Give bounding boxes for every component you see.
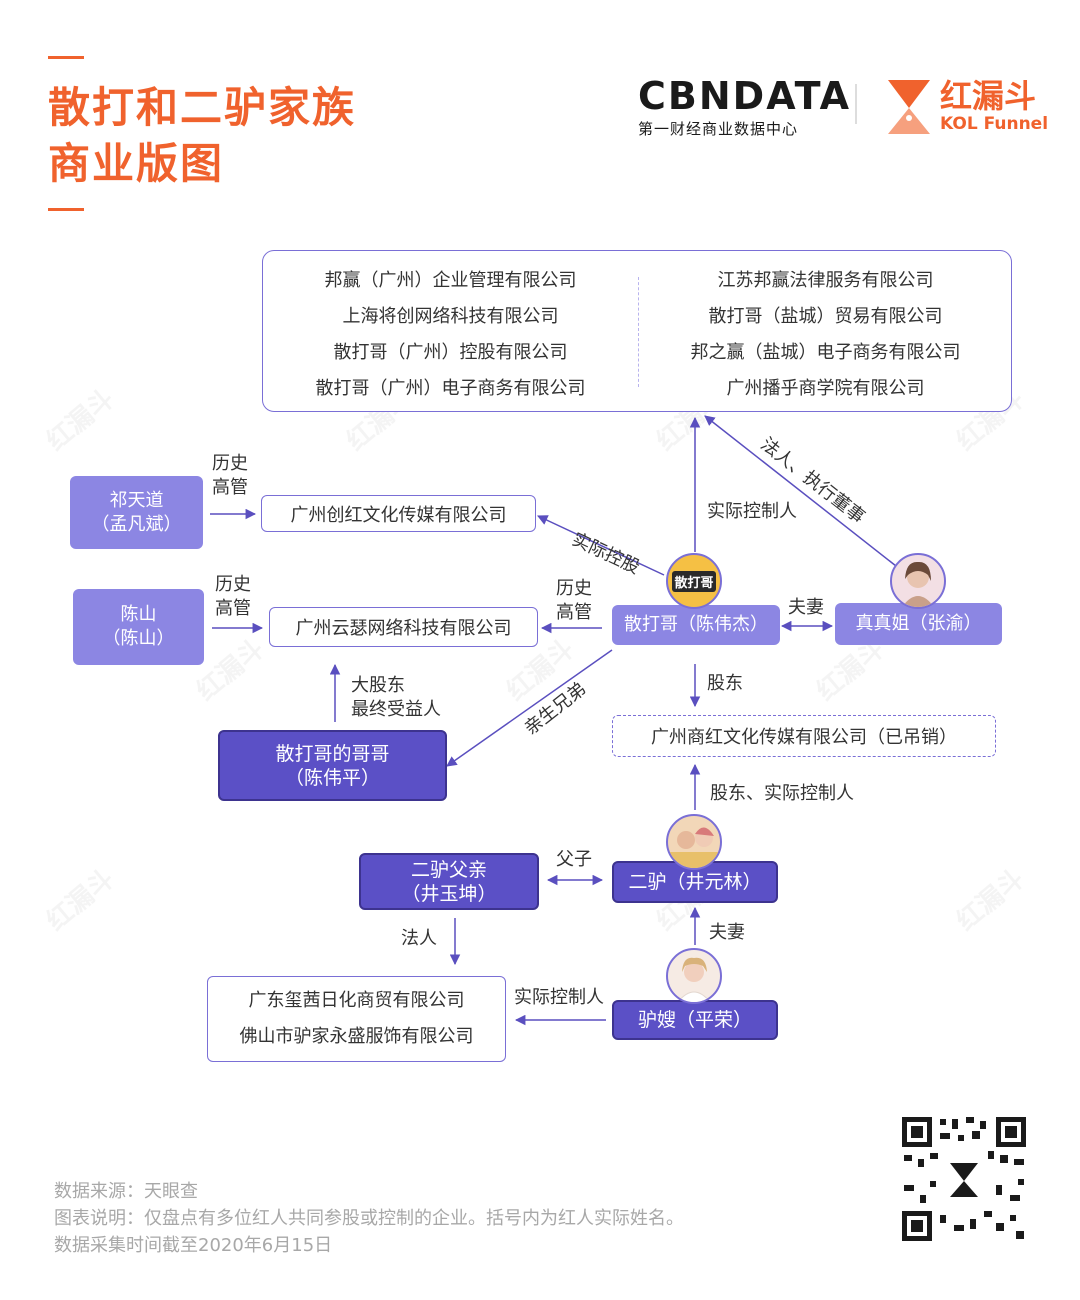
node-chen-shan: 陈山 （陈山） — [73, 589, 204, 665]
node-zhenzhen: 真真姐（张渝） — [835, 603, 1002, 645]
title-rule-top — [48, 56, 84, 59]
label-history-exec-2: 历史高管 — [215, 574, 251, 619]
label-shareholder: 股东 — [707, 673, 743, 694]
label-actual-controller-bottom: 实际控制人 — [514, 987, 604, 1008]
company-item: 邦之赢（盐城）电子商务有限公司 — [690, 342, 961, 363]
logo-divider — [855, 84, 857, 124]
node-brother: 散打哥的哥哥 （陈伟平） — [218, 730, 447, 801]
hongloudou-logo: 红漏斗 KOL Funnel — [940, 77, 1049, 134]
company-item: 广东玺茜日化商贸有限公司 — [248, 990, 465, 1011]
node-yunse: 广州云瑟网络科技有限公司 — [269, 607, 538, 647]
node-sanda: 散打哥（陈伟杰） — [612, 605, 780, 645]
label-actual-controller-top: 实际控制人 — [707, 501, 797, 522]
funnel-icon — [886, 78, 932, 140]
footer-source: 数据来源：天眼查 — [54, 1181, 198, 1202]
sanda-avatar: 散打哥 — [666, 553, 722, 609]
company-item: 江苏邦赢法律服务有限公司 — [717, 270, 934, 291]
footer-note: 图表说明：仅盘点有多位红人共同参股或控制的企业。括号内为红人实际姓名。 — [54, 1208, 684, 1229]
company-item: 佛山市驴家永盛服饰有限公司 — [239, 1026, 474, 1047]
company-item: 散打哥（盐城）贸易有限公司 — [708, 306, 943, 327]
cbndata-logo: CBNDATA 第一财经商业数据中心 — [638, 74, 852, 138]
top-companies-box: 邦赢（广州）企业管理有限公司 上海将创网络科技有限公司 散打哥（广州）控股有限公… — [262, 250, 1012, 412]
label-history-exec-3: 历史高管 — [556, 578, 592, 623]
label-history-exec-1: 历史高管 — [212, 453, 248, 498]
page-title: 散打和二驴家族 商业版图 — [48, 80, 356, 192]
top-box-divider — [638, 277, 639, 387]
label-legal-person: 法人 — [401, 928, 437, 949]
label-major-shareholder: 大股东最终受益人 — [351, 675, 441, 720]
node-lvsao: 驴嫂（平荣） — [612, 1000, 778, 1040]
node-bottom-companies: 广东玺茜日化商贸有限公司 佛山市驴家永盛服饰有限公司 — [207, 976, 506, 1062]
title-line-2: 商业版图 — [48, 139, 225, 188]
lvsao-avatar — [666, 948, 722, 1004]
qr-code — [900, 1115, 1028, 1243]
title-rule-bottom — [48, 208, 84, 211]
node-qi-tiandao: 祁天道 （孟凡斌） — [70, 476, 203, 549]
label-father-son: 父子 — [556, 849, 592, 870]
node-chuanghong: 广州创红文化传媒有限公司 — [261, 495, 536, 532]
company-item: 广州播乎商学院有限公司 — [726, 378, 925, 399]
company-item: 散打哥（广州）控股有限公司 — [333, 342, 568, 363]
label-spouse-2: 夫妻 — [709, 922, 745, 943]
company-item: 上海将创网络科技有限公司 — [342, 306, 559, 327]
title-line-1: 散打和二驴家族 — [48, 83, 357, 132]
top-companies-right: 江苏邦赢法律服务有限公司 散打哥（盐城）贸易有限公司 邦之赢（盐城）电子商务有限… — [638, 263, 1013, 407]
company-item: 散打哥（广州）电子商务有限公司 — [315, 378, 586, 399]
zhenzhen-avatar — [890, 553, 946, 609]
footer-date: 数据采集时间截至2020年6月15日 — [54, 1235, 333, 1256]
node-shanghong: 广州商红文化传媒有限公司（已吊销） — [612, 715, 996, 757]
erlv-avatar — [666, 814, 722, 870]
company-item: 邦赢（广州）企业管理有限公司 — [324, 270, 577, 291]
label-spouse-1: 夫妻 — [788, 597, 824, 618]
node-erlv-father: 二驴父亲 （井玉坤） — [359, 853, 539, 910]
top-companies-left: 邦赢（广州）企业管理有限公司 上海将创网络科技有限公司 散打哥（广州）控股有限公… — [263, 263, 638, 407]
label-shareholder-controller: 股东、实际控制人 — [710, 783, 854, 804]
